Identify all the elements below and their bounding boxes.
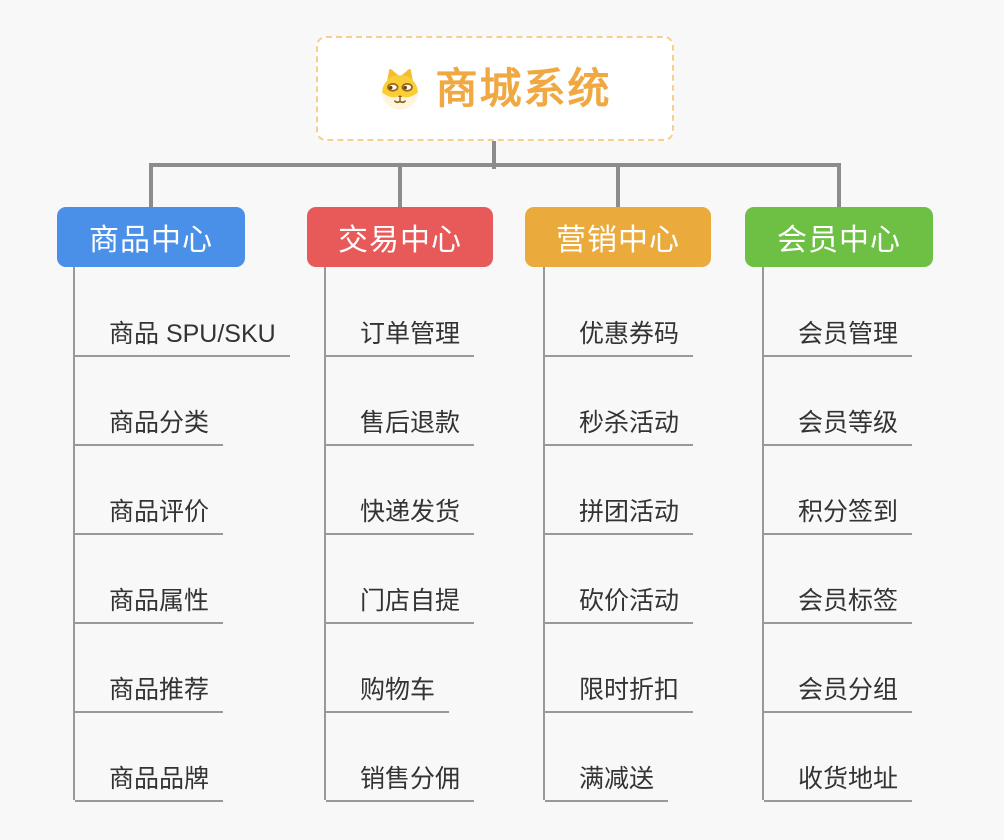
leaf-node[interactable]: 积分签到 — [764, 498, 913, 535]
leaf-node[interactable]: 购物车 — [326, 676, 450, 713]
root-node[interactable]: 商城系统 — [316, 36, 674, 141]
leaf-node[interactable]: 会员标签 — [764, 587, 913, 624]
leaf-node[interactable]: 售后退款 — [326, 409, 475, 446]
leaf-node[interactable]: 秒杀活动 — [545, 409, 694, 446]
leaf-node[interactable]: 销售分佣 — [326, 765, 475, 802]
leaf-node[interactable]: 商品品牌 — [75, 765, 224, 802]
leaf-node[interactable]: 会员分组 — [764, 676, 913, 713]
branch-label: 营销中心 — [556, 224, 680, 257]
leaf-node[interactable]: 砍价活动 — [545, 587, 694, 624]
leaf-node[interactable]: 满减送 — [545, 765, 669, 802]
branch-label: 商品中心 — [89, 224, 213, 257]
leaf-node[interactable]: 拼团活动 — [545, 498, 694, 535]
branch-label: 会员中心 — [777, 224, 901, 257]
connector-drop-product-center — [149, 163, 153, 207]
connector-drop-trade-center — [398, 163, 402, 207]
branch-node-trade-center[interactable]: 交易中心 — [307, 207, 493, 267]
leaf-node[interactable]: 商品属性 — [75, 587, 224, 624]
leaf-node[interactable]: 会员等级 — [764, 409, 913, 446]
leaf-node[interactable]: 限时折扣 — [545, 676, 694, 713]
leaf-node[interactable]: 收货地址 — [764, 765, 913, 802]
leaf-node[interactable]: 优惠券码 — [545, 320, 694, 357]
branch-node-product-center[interactable]: 商品中心 — [57, 207, 245, 267]
branch-node-marketing-center[interactable]: 营销中心 — [525, 207, 711, 267]
leaf-node[interactable]: 商品分类 — [75, 409, 224, 446]
connector-drop-member-center — [837, 163, 841, 207]
connector-horizontal-bar — [149, 163, 841, 167]
root-title: 商城系统 — [435, 64, 612, 112]
leaf-node[interactable]: 商品评价 — [75, 498, 224, 535]
branch-column-product-center: 商品 SPU/SKU 商品分类 商品评价 商品属性 商品推荐 商品品牌 — [73, 267, 290, 802]
connector-root-stem — [492, 141, 496, 169]
branch-column-trade-center: 订单管理 售后退款 快递发货 门店自提 购物车 销售分佣 — [324, 267, 475, 802]
leaf-node[interactable]: 快递发货 — [326, 498, 475, 535]
branch-label: 交易中心 — [338, 224, 462, 257]
leaf-node[interactable]: 商品 SPU/SKU — [75, 320, 290, 357]
leaf-node[interactable]: 会员管理 — [764, 320, 913, 357]
connector-drop-marketing-center — [616, 163, 620, 207]
branch-column-marketing-center: 优惠券码 秒杀活动 拼团活动 砍价活动 限时折扣 满减送 — [543, 267, 694, 802]
branch-node-member-center[interactable]: 会员中心 — [745, 207, 933, 267]
branch-column-member-center: 会员管理 会员等级 积分签到 会员标签 会员分组 收货地址 — [762, 267, 913, 802]
leaf-node[interactable]: 订单管理 — [326, 320, 475, 357]
leaf-node[interactable]: 门店自提 — [326, 587, 475, 624]
dog-face-icon — [378, 67, 422, 111]
leaf-node[interactable]: 商品推荐 — [75, 676, 224, 713]
